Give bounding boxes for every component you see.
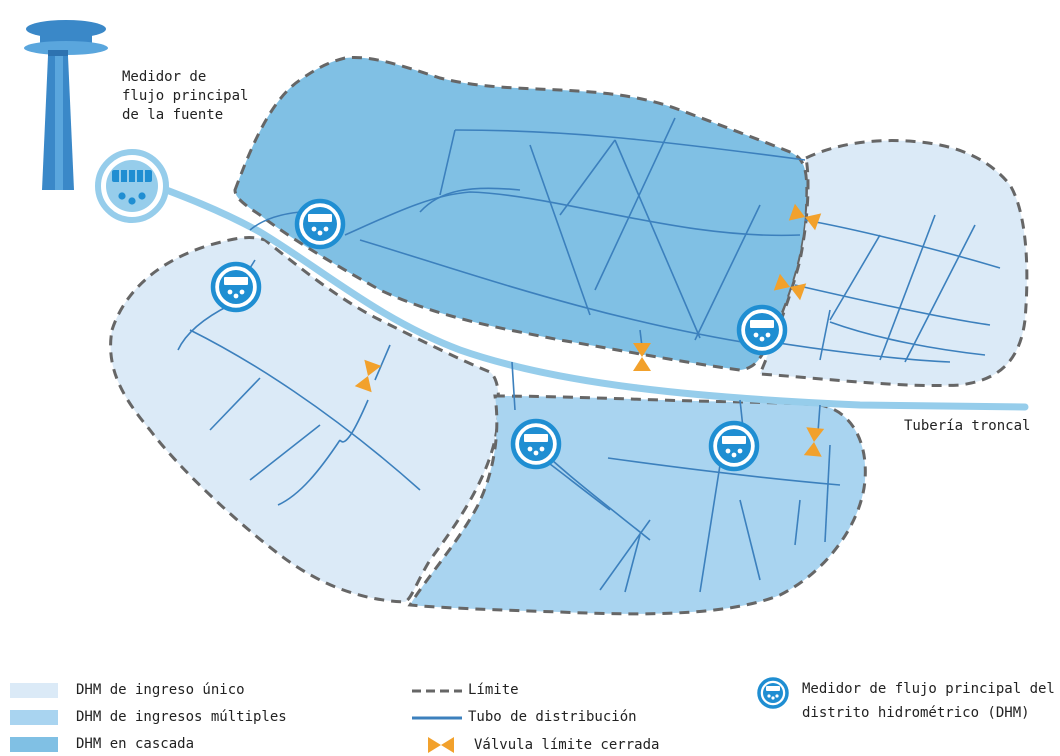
- source-meter-label-line-1: Medidor de: [122, 69, 207, 85]
- legend-single-inlet-text: DHM de ingreso único: [76, 682, 245, 698]
- legend-cascade-swatch: [10, 736, 58, 752]
- legend-multi-inlet-swatch: [10, 709, 58, 725]
- dma-network-diagram: [24, 20, 1029, 616]
- legend-cascade-text: DHM en cascada: [76, 736, 195, 752]
- closed-valves: [354, 203, 825, 457]
- flow-meter-icon: [757, 677, 789, 709]
- legend: DHM de ingreso único DHM de ingresos múl…: [0, 672, 1060, 756]
- legend-boundary-text: Límite: [468, 682, 519, 698]
- water-tower-icon: [24, 20, 108, 190]
- source-meter-label-line-2: flujo principal: [122, 88, 249, 104]
- boundary-line-icon: [412, 689, 462, 692]
- legend-single-inlet-swatch: [10, 682, 58, 698]
- source-meter-label: Medidor de flujo principal de la fuente: [122, 68, 248, 125]
- legend-closed-valve: Válvula límite cerrada: [426, 736, 659, 754]
- dma-meters: [210, 198, 788, 472]
- distribution-pipe-icon: [412, 716, 462, 719]
- legend-multi-inlet: DHM de ingresos múltiples: [10, 709, 287, 725]
- legend-dma-meter-text-2: distrito hidrométrico (DHM): [802, 705, 1030, 721]
- legend-dma-meter: Medidor de flujo principal del distrito …: [756, 676, 1055, 723]
- closed-valve-icon: [428, 737, 454, 753]
- zone-multi-inlet-left: [109, 236, 501, 604]
- legend-single-inlet: DHM de ingreso único: [10, 682, 245, 698]
- legend-distribution: Tubo de distribución: [412, 709, 637, 725]
- legend-multi-inlet-text: DHM de ingresos múltiples: [76, 709, 287, 725]
- source-meter-icon: [95, 149, 169, 223]
- legend-cascade: DHM en cascada: [10, 736, 194, 752]
- trunk-main-pipe: [144, 179, 1029, 411]
- legend-closed-valve-text: Válvula límite cerrada: [474, 737, 660, 753]
- trunk-main-label: Tubería troncal: [904, 418, 1031, 434]
- legend-boundary: Límite: [412, 682, 519, 698]
- legend-dma-meter-text-1: Medidor de flujo principal del: [802, 681, 1055, 697]
- legend-distribution-text: Tubo de distribución: [468, 709, 637, 725]
- zone-cascade: [233, 55, 809, 372]
- source-meter-label-line-3: de la fuente: [122, 107, 224, 123]
